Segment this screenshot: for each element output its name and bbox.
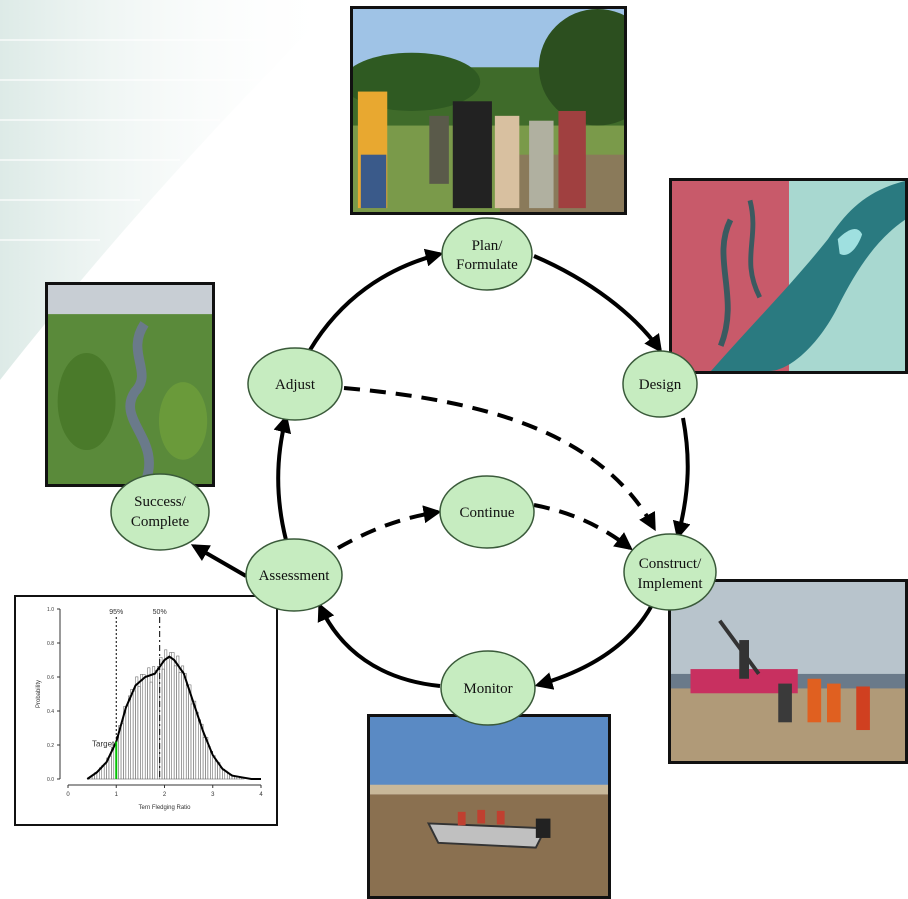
x-axis-label: Tern Fledging Ratio (138, 805, 191, 811)
x-tick-label: 0 (66, 792, 70, 798)
node-continue: Continue (439, 475, 535, 549)
arrow-adjust-to-plan (308, 248, 444, 352)
node-success-complete: Success/ Complete (110, 473, 210, 551)
y-axis-label: Probability (36, 680, 42, 708)
node-construct-implement: Construct/ Implement (623, 533, 717, 611)
node-plan-line2: Formulate (456, 257, 518, 273)
y-tick-label: 0.4 (47, 709, 54, 715)
node-monitor-label: Monitor (463, 681, 512, 697)
photo-aerial-river (45, 282, 215, 487)
arrow-assessment-to-continue (337, 505, 442, 550)
p50-label: 50% (153, 609, 167, 616)
photo-boat-on-river (367, 714, 611, 899)
node-construct-line1: Construct/ (639, 556, 702, 572)
x-tick-label: 2 (163, 792, 167, 798)
arrow-assessment-to-adjust (273, 414, 292, 541)
node-assessment: Assessment (245, 538, 343, 612)
arrow-construct-to-monitor (534, 604, 654, 690)
y-tick-label: 0.2 (47, 743, 54, 749)
node-construct-line2: Implement (638, 576, 704, 592)
arrow-adjust-to-construct (343, 386, 656, 532)
node-monitor: Monitor (440, 650, 536, 726)
node-plan-formulate: Plan/ Formulate (441, 217, 533, 291)
node-design-label: Design (639, 377, 682, 393)
arrow-plan-to-design (533, 254, 663, 353)
y-tick-label: 0.6 (47, 675, 54, 681)
node-adjust-label: Adjust (275, 377, 316, 393)
node-assessment-label: Assessment (259, 568, 331, 584)
x-tick-label: 4 (259, 792, 263, 798)
arrow-assessment-to-success (190, 544, 247, 578)
arrow-continue-to-construct (533, 503, 633, 551)
arrow-design-to-construct (672, 417, 691, 540)
y-tick-label: 1.0 (47, 607, 54, 613)
x-tick-label: 3 (211, 792, 215, 798)
node-adjust: Adjust (247, 347, 343, 421)
y-tick-label: 0.8 (47, 641, 54, 647)
node-plan-line1: Plan/ (472, 238, 504, 254)
photo-team-meeting (350, 6, 627, 215)
photo-construction-crew (668, 579, 908, 764)
arrow-monitor-to-assessment (317, 602, 441, 688)
node-continue-label: Continue (460, 505, 515, 521)
p95-label: 95% (109, 609, 123, 616)
y-tick-label: 0.0 (47, 777, 54, 783)
x-tick-label: 1 (115, 792, 119, 798)
node-success-line1: Success/ (134, 494, 186, 510)
target-label: Target (92, 740, 115, 749)
photo-satellite-river (669, 178, 908, 374)
node-success-line2: Complete (131, 514, 190, 530)
node-design: Design (622, 350, 698, 418)
density-curve (86, 655, 261, 780)
